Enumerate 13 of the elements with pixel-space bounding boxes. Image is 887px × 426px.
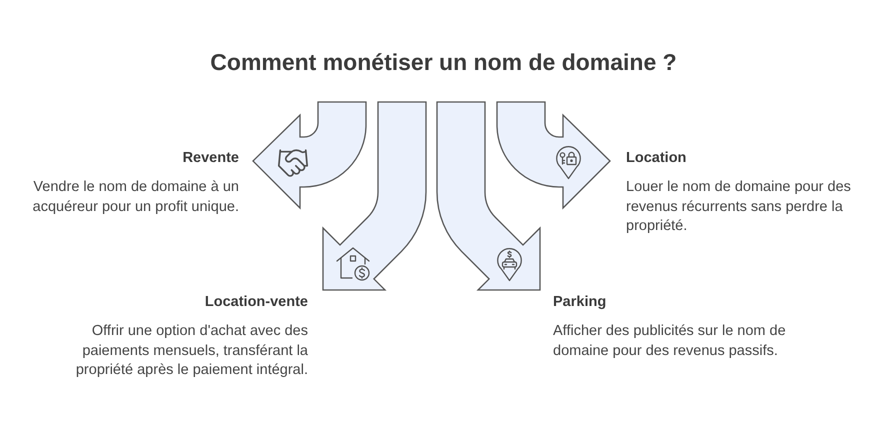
curved-arrow: [436, 101, 541, 291]
item-title: Revente: [182, 150, 239, 167]
item-description: Vendre le nom de domaine à un acquéreur pour un profit unique.: [32, 178, 239, 216]
item-title: Parking: [553, 294, 606, 311]
curved-arrow: [322, 101, 427, 291]
item-description: Louer le nom de domaine pour des revenus récurrents sans perdre la propriété.: [626, 178, 852, 236]
item-title: Location-vente: [204, 294, 308, 311]
item-description: Afficher des publicités sur le nom de domaine pour des revenus passifs.: [553, 322, 787, 360]
item-title: Location: [626, 150, 686, 167]
curved-arrow: [496, 101, 611, 209]
diagram-title: Comment monétiser un nom de domaine ?: [210, 48, 677, 76]
item-description: Offrir une option d'achat avec des paiements mensuels, transférant la propriété après le paiement intégral.: [74, 322, 308, 380]
curved-arrow: [252, 101, 367, 209]
